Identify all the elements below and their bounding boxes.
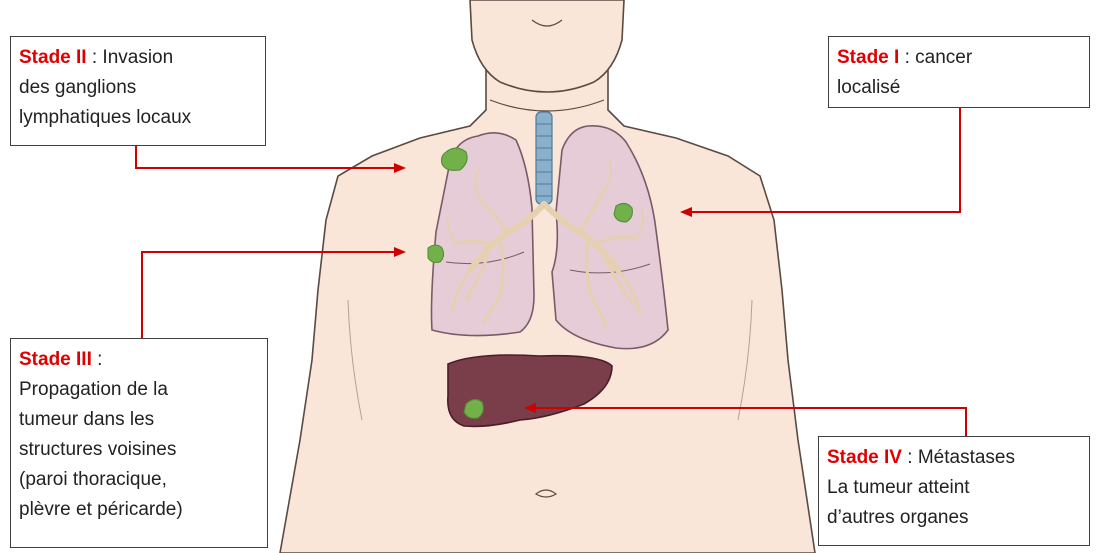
callout-stage-1: Stade I : cancer localisé (828, 36, 1090, 108)
callout-stage-4-line1: Stade IV : Métastases (827, 443, 1081, 473)
stage-4-text-line1: Métastases (918, 447, 1015, 468)
stage-3-label: Stade III (19, 349, 92, 370)
stage-3-separator: : (92, 349, 103, 370)
stage-4-label: Stade IV (827, 447, 902, 468)
stage-2-text-line3: lymphatiques locaux (19, 103, 257, 133)
stage-1-text-line2: localisé (837, 73, 1081, 103)
callout-stage-2: Stade II : Invasion des ganglions lympha… (10, 36, 266, 146)
stage-2-separator: : (87, 47, 103, 68)
stage-3-text-line3: structures voisines (19, 435, 259, 465)
callout-stage-3: Stade III : Propagation de la tumeur dan… (10, 338, 268, 548)
stage-4-text-line2: La tumeur atteint (827, 473, 1081, 503)
trachea (536, 112, 552, 204)
callout-stage-4: Stade IV : Métastases La tumeur atteint … (818, 436, 1090, 546)
callout-stage-1-line1: Stade I : cancer (837, 43, 1081, 73)
stage-1-label: Stade I (837, 47, 899, 68)
stage-2-text-line2: des ganglions (19, 73, 257, 103)
callout-stage-3-line1: Stade III : (19, 345, 259, 375)
callout-stage-2-line1: Stade II : Invasion (19, 43, 257, 73)
stage-1-text-line1: cancer (915, 47, 972, 68)
stage-3-text-line4: (paroi thoracique, (19, 465, 259, 495)
stage-4-text-line3: d’autres organes (827, 503, 1081, 533)
stage-3-text-line1: Propagation de la (19, 375, 259, 405)
body-silhouette (280, 0, 815, 553)
tumor-left-lung (614, 203, 632, 222)
stage-2-label: Stade II (19, 47, 87, 68)
stage-4-separator: : (902, 447, 918, 468)
stage-3-text-line5: plèvre et péricarde) (19, 495, 259, 525)
stage-2-text-line1: Invasion (102, 47, 173, 68)
stage-3-text-line2: tumeur dans les (19, 405, 259, 435)
stage-1-separator: : (899, 47, 915, 68)
tumor-chest-wall (428, 245, 444, 263)
